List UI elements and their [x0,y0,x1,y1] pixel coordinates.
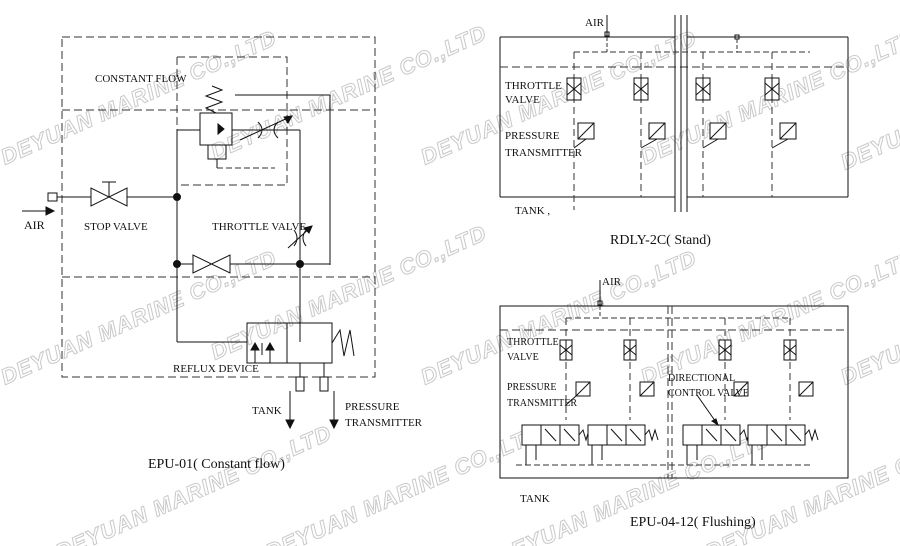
air-label: AIR [602,276,622,288]
throttle-valve-label: VALVE [505,94,540,106]
epu04-diagram [499,280,849,479]
junction-dot [173,260,181,268]
air-label: AIR [585,17,605,29]
stop-valve-label: STOP VALVE [84,221,148,233]
bypass-valve-symbol [192,254,231,274]
tank-arrow-icon [285,419,295,430]
pressure-transmitter-label: PRESSURE [345,401,400,413]
directional-valve-label: CONTROL VALVE [668,388,749,399]
throttle-valve-label: THROTTLE [507,337,559,348]
tank-label: TANK [252,405,282,417]
epu01-diagram [22,36,376,430]
watermark: DEYUAN MARINE CO.,LTD [207,220,491,365]
epu01-labels: CONSTANT FLOW AIR STOP VALVE THROTTLE VA… [24,73,423,472]
rdly-caption: RDLY-2C( Stand) [610,233,711,248]
constant-flow-label: CONSTANT FLOW [95,73,187,85]
pressure-transmitter-label: TRANSMITTER [507,398,577,409]
directional-valve [587,424,659,465]
stop-valve-symbol [90,187,128,207]
directional-valve-label: DIRECTIONAL [668,373,735,384]
epu04-frame [499,305,849,479]
rdly-diagram [499,15,849,212]
epu01-caption: EPU-01( Constant flow) [148,457,285,472]
air-label: AIR [24,218,45,232]
throttle-valve-label: VALVE [507,352,539,363]
epu04-labels: AIR THROTTLE VALVE PRESSURE TRANSMITTER … [507,276,756,530]
rdly-labels: AIR THROTTLE VALVE PRESSURE TRANSMITTER … [505,17,711,248]
reflux-device-label: REFLUX DEVICE [173,363,259,375]
transmitter-arrow-icon [329,419,339,430]
tank-label: TANK , [515,205,550,217]
directional-valve [682,424,754,465]
pressure-transmitter-label: TRANSMITTER [505,147,583,159]
epu01-frame [61,36,376,378]
pressure-transmitter-label: TRANSMITTER [345,417,423,429]
pressure-transmitter-label: PRESSURE [505,130,560,142]
arrow-icon [45,206,56,216]
epu04-caption: EPU-04-12( Flushing) [630,515,756,530]
throttle-valve-label: THROTTLE [505,80,562,92]
tank-label: TANK [520,493,550,505]
directional-valve [521,424,593,465]
pressure-transmitter-label: PRESSURE [507,382,556,393]
throttle-valve-label: THROTTLE VALVE [212,221,306,233]
inlet-fitting [47,192,58,202]
directional-valve [747,424,819,465]
spring-icon [204,85,224,114]
